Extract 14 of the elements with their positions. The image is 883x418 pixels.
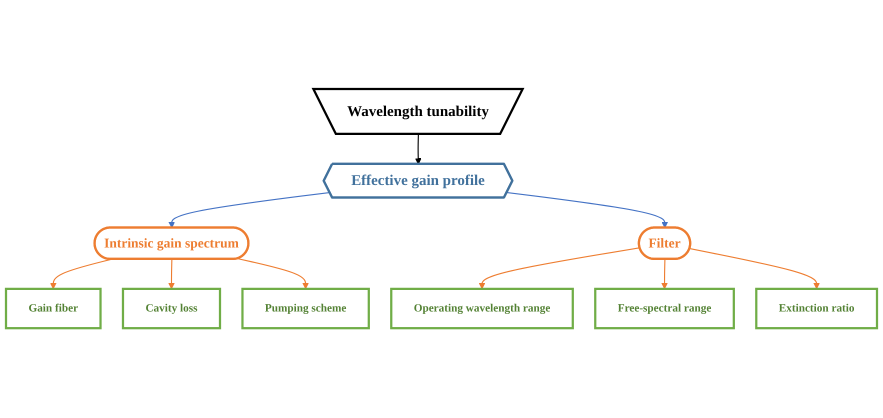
node-box: Pumping scheme [241,288,370,330]
node-box: Cavity loss [122,288,222,330]
arrow [168,192,330,229]
arrow [690,248,820,290]
node-box: Extinction ratio [755,288,878,330]
node-box: Gain fiber [4,288,102,330]
arrow [414,134,422,165]
arrow [661,260,668,290]
arrow [237,258,309,290]
arrow [506,192,668,229]
node-box: Operating wavelength range [390,288,574,330]
node-box: Free-spectral range [594,288,735,330]
arrow [168,260,175,290]
arrow [478,248,640,290]
